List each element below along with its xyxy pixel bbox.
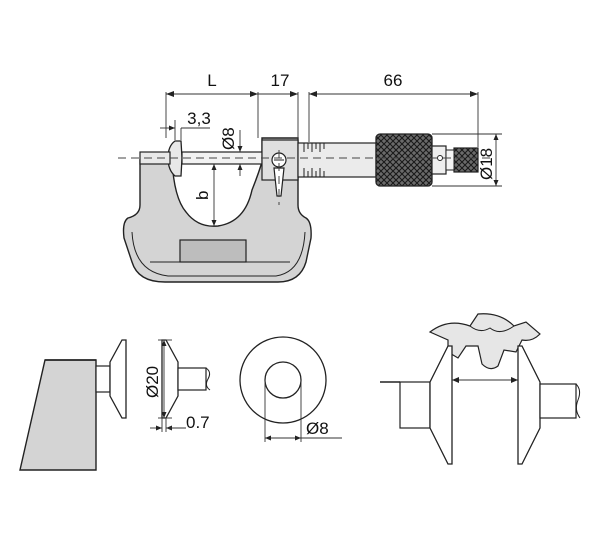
left-anvil-disc [109,339,127,419]
gear-measurement-view [380,313,581,465]
gear-right-disc [517,345,541,465]
gear-left-disc [429,345,453,465]
left-anvil-shaft [95,365,111,393]
dimension-disc-dia-label: Ø20 [143,366,162,398]
dimension-thimble-length-label: 66 [384,71,403,90]
gear-left-shaft [399,381,431,429]
gear-right-shaft [539,383,577,419]
gear-shaft-break [575,383,581,419]
dimension-spindle-dia-label: Ø8 [219,127,238,150]
dimension-thimble-dia: Ø18 [432,133,502,187]
ratchet-knurl [453,147,479,173]
dimension-depth-label: b [193,191,212,200]
dimension-l: L [165,71,259,138]
dimension-thimble-dia-label: Ø18 [477,148,496,180]
dimension-face-dia-label: Ø8 [306,419,329,438]
micrometer-view: L 17 66 3,3 [118,71,502,283]
dimension-spindle-ext: 17 [258,71,299,140]
ratchet-pin [437,155,443,161]
dimension-spindle-dia: Ø8 [219,127,243,176]
dimension-l-label: L [207,71,216,90]
shaft-break-line [205,367,211,391]
frame-corner [19,359,97,471]
disc-face-view: Ø8 [239,336,342,442]
frame-grip-pad [179,239,247,263]
dimension-thimble-length: 66 [308,71,479,147]
dimension-edge-width-label: 0.7 [186,413,210,432]
thimble-knurl [375,133,433,187]
disc-anvil-view: Ø20 0.7 [19,339,211,471]
sleeve-graduations [303,143,325,177]
dimension-disc-thickness: 3,3 [160,109,211,140]
ratchet-cap [445,149,455,171]
sleeve [297,142,377,178]
right-spindle-shaft [177,367,207,391]
frame-insulation-plate [131,231,306,277]
gear-root-line [469,325,515,332]
disc-face-inner [264,361,302,399]
dimension-disc-thickness-label: 3,3 [187,109,211,128]
dimension-spindle-ext-label: 17 [271,71,290,90]
dimension-depth: b [193,164,217,226]
